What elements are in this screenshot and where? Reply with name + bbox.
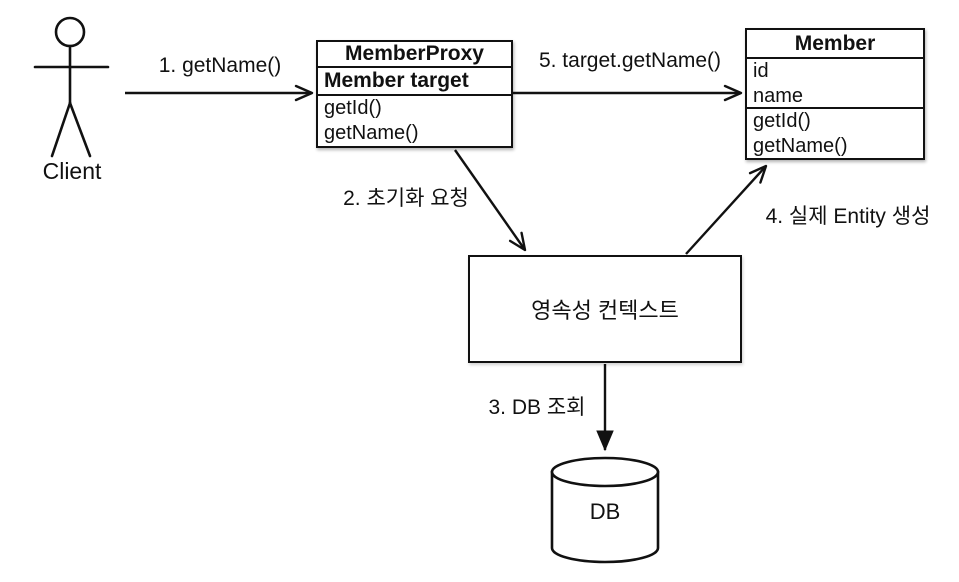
arrow-3-label: 3. DB 조회 — [488, 396, 586, 419]
member-class-title: Member — [794, 32, 876, 55]
proxy-class-box: MemberProxy Member target getId() getNam… — [316, 40, 513, 148]
arrow-4-create-entity — [685, 164, 768, 255]
actor-leg-right — [68, 101, 92, 158]
member-attr-name: name — [753, 85, 804, 107]
actor-label: Client — [42, 158, 102, 184]
proxy-class-attribute: Member target — [318, 66, 511, 94]
member-attr-id: id — [753, 60, 769, 82]
proxy-class-title: MemberProxy — [345, 42, 484, 65]
member-class-attributes: id name — [747, 57, 923, 107]
arrow-5-label: 5. target.getName() — [538, 49, 722, 72]
actor-figure-icon — [33, 16, 110, 158]
member-class-methods: getId() getName() — [747, 107, 923, 157]
proxy-method-getname: getName() — [324, 122, 419, 144]
member-method-getname: getName() — [753, 135, 848, 157]
arrow-4-label: 4. 실제 Entity 생성 — [765, 205, 931, 228]
database-cylinder-body — [550, 470, 660, 564]
member-class-box: Member id name getId() getName() — [745, 28, 925, 160]
arrow-1-label: 1. getName() — [158, 54, 282, 77]
persistence-context-label: 영속성 컨텍스트 — [531, 298, 679, 323]
proxy-method-getid: getId() — [324, 97, 382, 119]
persistence-context-box: 영속성 컨텍스트 — [468, 255, 742, 363]
database-cylinder-icon — [550, 456, 660, 564]
database-label: DB — [589, 499, 621, 524]
arrow-2-label: 2. 초기화 요청 — [343, 187, 469, 210]
proxy-class-methods: getId() getName() — [318, 94, 511, 145]
member-method-getid: getId() — [753, 110, 811, 132]
actor-head — [54, 16, 86, 48]
database-cylinder-top — [550, 456, 660, 488]
arrow-2-init-request — [454, 149, 527, 252]
actor-leg-left — [50, 101, 72, 158]
